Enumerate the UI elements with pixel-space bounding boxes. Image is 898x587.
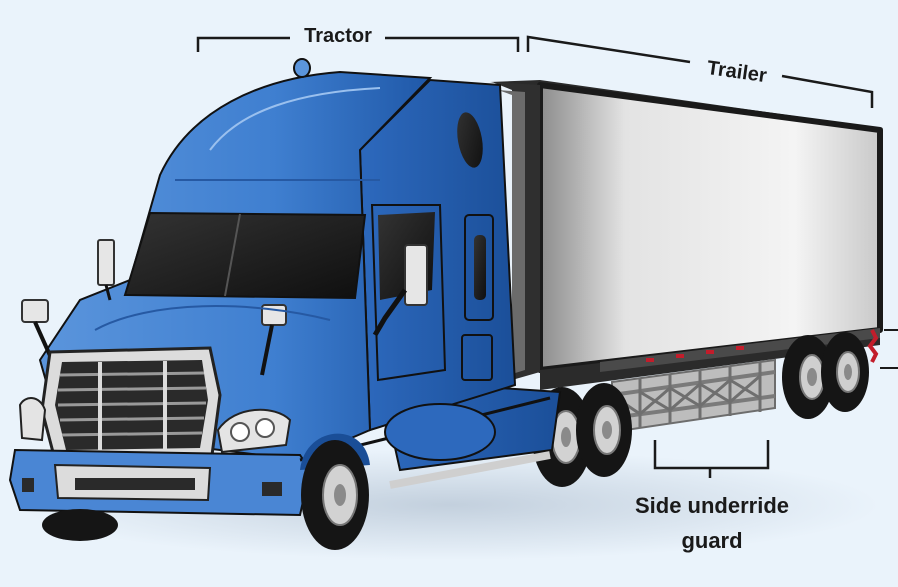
headlight	[216, 408, 292, 454]
roof-light	[293, 58, 311, 78]
sleeper-window	[457, 112, 483, 168]
windshield	[123, 211, 367, 300]
steer-tire-left	[42, 509, 118, 541]
guard-label-group: Side underride guard	[635, 440, 789, 553]
fuel-tank	[384, 403, 496, 461]
tractor-label: Tractor	[304, 25, 372, 47]
trailer-body	[537, 82, 883, 373]
tractor-bracket	[196, 36, 520, 52]
trailer-label: Trailer	[706, 57, 769, 87]
fender-mirror	[21, 299, 49, 323]
marker-light	[676, 354, 684, 358]
marker-light	[706, 350, 714, 354]
trailer	[490, 80, 883, 390]
rear-bumper-ticks	[880, 329, 898, 369]
guard-label-line1: Side underride	[635, 493, 789, 518]
tractor	[8, 58, 562, 550]
marker-light	[736, 346, 744, 350]
headlight	[18, 397, 47, 442]
hood-mirror	[97, 239, 115, 286]
tractor-label-group: Tractor	[196, 25, 520, 52]
trailer-wheels	[782, 332, 869, 419]
cab-door	[370, 204, 447, 382]
trailer-bracket	[526, 35, 874, 108]
side-mirror	[404, 244, 428, 306]
rear-bumper-marker	[867, 329, 879, 363]
guard-bracket	[653, 440, 770, 478]
guard-label-line2: guard	[681, 528, 742, 553]
marker-light	[646, 358, 654, 362]
